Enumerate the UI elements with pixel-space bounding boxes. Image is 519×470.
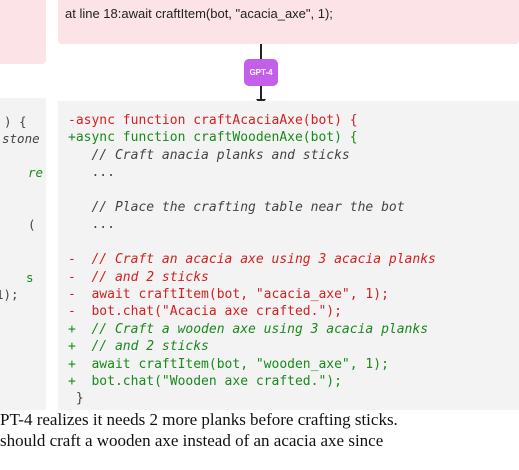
diff-text: async function craftWoodenAxe(bot) { — [75, 130, 358, 146]
diff-text: await craftItem(bot, "wooden_axe", 1); — [75, 356, 389, 372]
diff-text: await craftItem(bot, "acacia_axe", 1); — [75, 287, 389, 302]
code-diff-line: +async function craftWoodenAxe(bot) { — [68, 129, 358, 146]
caption-line-2: should craft a wooden axe instead of an … — [0, 431, 384, 450]
diff-text: bot.chat("Acacia axe crafted."); — [75, 304, 342, 320]
diff-text: ... — [75, 165, 115, 181]
diff-prefix — [68, 217, 76, 232]
code-diff-line: + // and 2 sticks — [68, 338, 209, 355]
diff-text: async function craftAcaciaAxe(bot) { — [75, 113, 358, 128]
diff-text: // Craft a wooden axe using 3 acacia pla… — [75, 321, 429, 337]
code-diff-line — [68, 234, 76, 251]
code-diff-line: // Craft anacia planks and sticks — [68, 147, 350, 164]
diff-prefix — [68, 200, 76, 215]
diff-prefix — [68, 165, 76, 180]
left-code-panel-fragment — [0, 98, 46, 410]
diff-prefix — [68, 183, 76, 198]
code-diff-line: - bot.chat("Acacia axe crafted."); — [68, 303, 342, 320]
code-diff-line: - await craftItem(bot, "acacia_axe", 1); — [68, 286, 389, 303]
code-diff-panel — [58, 101, 519, 410]
diff-prefix: - — [68, 304, 76, 320]
code-diff-line: } — [68, 390, 84, 407]
code-diff-line: + // Craft a wooden axe using 3 acacia p… — [68, 321, 428, 338]
code-diff-line: ... — [68, 164, 115, 181]
arrow-connector-top — [260, 44, 262, 60]
diff-prefix: + — [68, 130, 76, 146]
diff-prefix: - — [68, 252, 76, 268]
error-message-box — [58, 0, 519, 44]
code-diff-line: + await craftItem(bot, "wooden_axe", 1); — [68, 356, 389, 373]
code-diff-line: ... — [68, 216, 115, 233]
diff-prefix: - — [68, 113, 76, 128]
diff-prefix — [68, 148, 76, 163]
diff-text: // Craft an acacia axe using 3 acacia pl… — [75, 252, 436, 268]
left-code-fragment: 1); — [0, 287, 19, 302]
left-code-fragment: s — [26, 270, 34, 285]
code-diff-line: // Place the crafting table near the bot — [68, 199, 405, 216]
diff-prefix — [68, 391, 76, 406]
diff-prefix: + — [68, 356, 76, 372]
gpt-4-badge: GPT-4 — [244, 59, 278, 86]
code-diff-line: + bot.chat("Wooden axe crafted."); — [68, 373, 342, 390]
code-diff-line: - // Craft an acacia axe using 3 acacia … — [68, 251, 436, 268]
diff-text: // Craft anacia planks and sticks — [75, 147, 350, 163]
error-message-text: at line 18:await craftItem(bot, "acacia_… — [65, 6, 333, 21]
code-diff-line: -async function craftAcaciaAxe(bot) { — [68, 112, 358, 129]
diff-text: // and 2 sticks — [75, 339, 209, 355]
diff-prefix: + — [68, 339, 76, 355]
diff-text: bot.chat("Wooden axe crafted."); — [75, 374, 342, 389]
code-diff-line: - // and 2 sticks — [68, 269, 209, 286]
diff-prefix: + — [68, 321, 76, 337]
left-code-fragment: ) { — [4, 114, 27, 129]
arrow-connector-bottom — [260, 86, 262, 101]
diff-text: ... — [75, 217, 115, 233]
diff-text: // Place the crafting table near the bot — [75, 200, 405, 215]
diff-text: // and 2 sticks — [75, 269, 209, 285]
code-diff-line — [68, 182, 76, 199]
diff-prefix: + — [68, 374, 76, 389]
diff-prefix: - — [68, 287, 76, 302]
diff-prefix: - — [68, 269, 76, 285]
left-code-fragment: re — [28, 165, 44, 180]
left-error-box-fragment — [0, 0, 46, 64]
diff-prefix — [68, 235, 76, 250]
diff-text: } — [75, 391, 84, 407]
left-code-fragment: ( — [28, 217, 36, 232]
left-code-fragment: stone — [2, 131, 40, 146]
caption-line-1: PT-4 realizes it needs 2 more planks bef… — [0, 410, 398, 429]
